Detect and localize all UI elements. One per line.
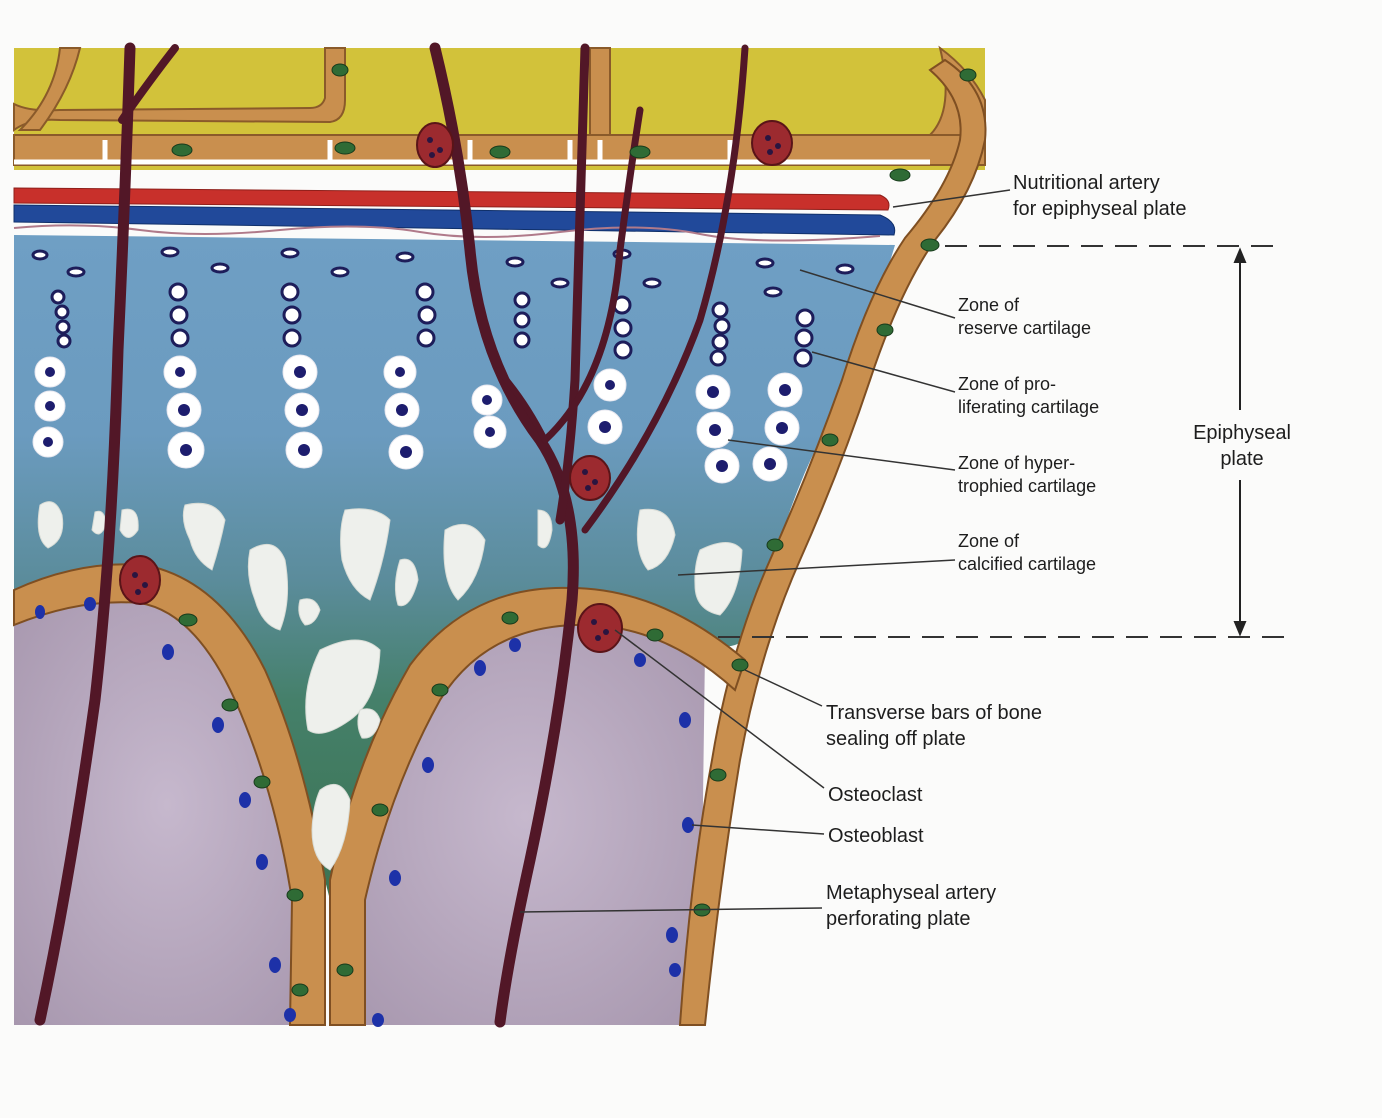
- label-osteoclast: Osteoclast: [828, 782, 922, 808]
- label-osteoblast: Osteoblast: [828, 823, 924, 849]
- label-zone-calcified-line1: Zone of: [958, 531, 1020, 551]
- label-zone-calcified-line2: calcified cartilage: [958, 554, 1097, 575]
- label-metaphyseal-artery: Metaphyseal artery perforating plate: [826, 880, 996, 932]
- label-zone-calcified: Zone of calcified cartilage: [958, 530, 1096, 577]
- proliferating-chondrocytes: [50, 282, 815, 368]
- label-metaphyseal-artery-line1: Metaphyseal artery: [826, 882, 997, 904]
- plate-dimension-arrow: [1233, 247, 1247, 637]
- label-nutritional-artery-line2: for epiphyseal plate: [1013, 198, 1187, 220]
- leader-lines: [519, 189, 1011, 913]
- label-zone-hypertrophied: Zone of hyper- trophied cartilage: [958, 452, 1096, 499]
- nutritional-vein: [13, 204, 896, 236]
- osteoblasts: [35, 597, 694, 1027]
- osteocytes: [171, 63, 977, 997]
- label-zone-hypertrophied-line1: Zone of hyper-: [958, 453, 1076, 473]
- label-transverse-bars-line1: Transverse bars of bone: [826, 702, 1043, 724]
- plate-boundary-lines: [718, 245, 1285, 638]
- label-osteoblast-text: Osteoblast: [828, 825, 924, 847]
- label-epiphyseal-plate: Epiphyseal plate: [1180, 420, 1304, 472]
- label-osteoclast-text: Osteoclast: [828, 784, 923, 806]
- calcified-cartilage-patches: [37, 501, 743, 871]
- label-transverse-bars-line2: sealing off plate: [826, 728, 966, 750]
- label-nutritional-artery: Nutritional artery for epiphyseal plate: [1013, 170, 1186, 222]
- metaphyseal-vessels: [34, 42, 749, 1028]
- label-metaphyseal-artery-line2: perforating plate: [826, 908, 971, 930]
- label-zone-hypertrophied-line2: trophied cartilage: [958, 476, 1097, 497]
- label-epiphyseal-plate-line1: Epiphyseal: [1193, 422, 1291, 444]
- label-zone-reserve: Zone of reserve cartilage: [958, 294, 1091, 341]
- label-zone-proliferating-line1: Zone of pro-: [958, 374, 1057, 394]
- label-nutritional-artery-line1: Nutritional artery: [1013, 172, 1160, 194]
- nutritional-artery: [13, 187, 890, 211]
- hypertrophied-nuclei: [43, 366, 791, 472]
- label-epiphyseal-plate-line2: plate: [1220, 448, 1264, 470]
- label-zone-proliferating-line2: liferating cartilage: [958, 397, 1100, 418]
- label-zone-proliferating: Zone of pro- liferating cartilage: [958, 373, 1099, 420]
- bone-cortex-right: [678, 58, 987, 1026]
- metaphysis-marrow-right: [345, 607, 705, 1025]
- capillary-network: [13, 224, 881, 242]
- label-zone-reserve-line2: reserve cartilage: [958, 318, 1092, 339]
- osteoclasts: [119, 120, 793, 653]
- transverse-bar-right: [329, 586, 747, 1026]
- osteoclast-nuclei: [132, 135, 781, 641]
- label-zone-reserve-line1: Zone of: [958, 295, 1020, 315]
- label-transverse-bars: Transverse bars of bone sealing off plat…: [826, 700, 1042, 752]
